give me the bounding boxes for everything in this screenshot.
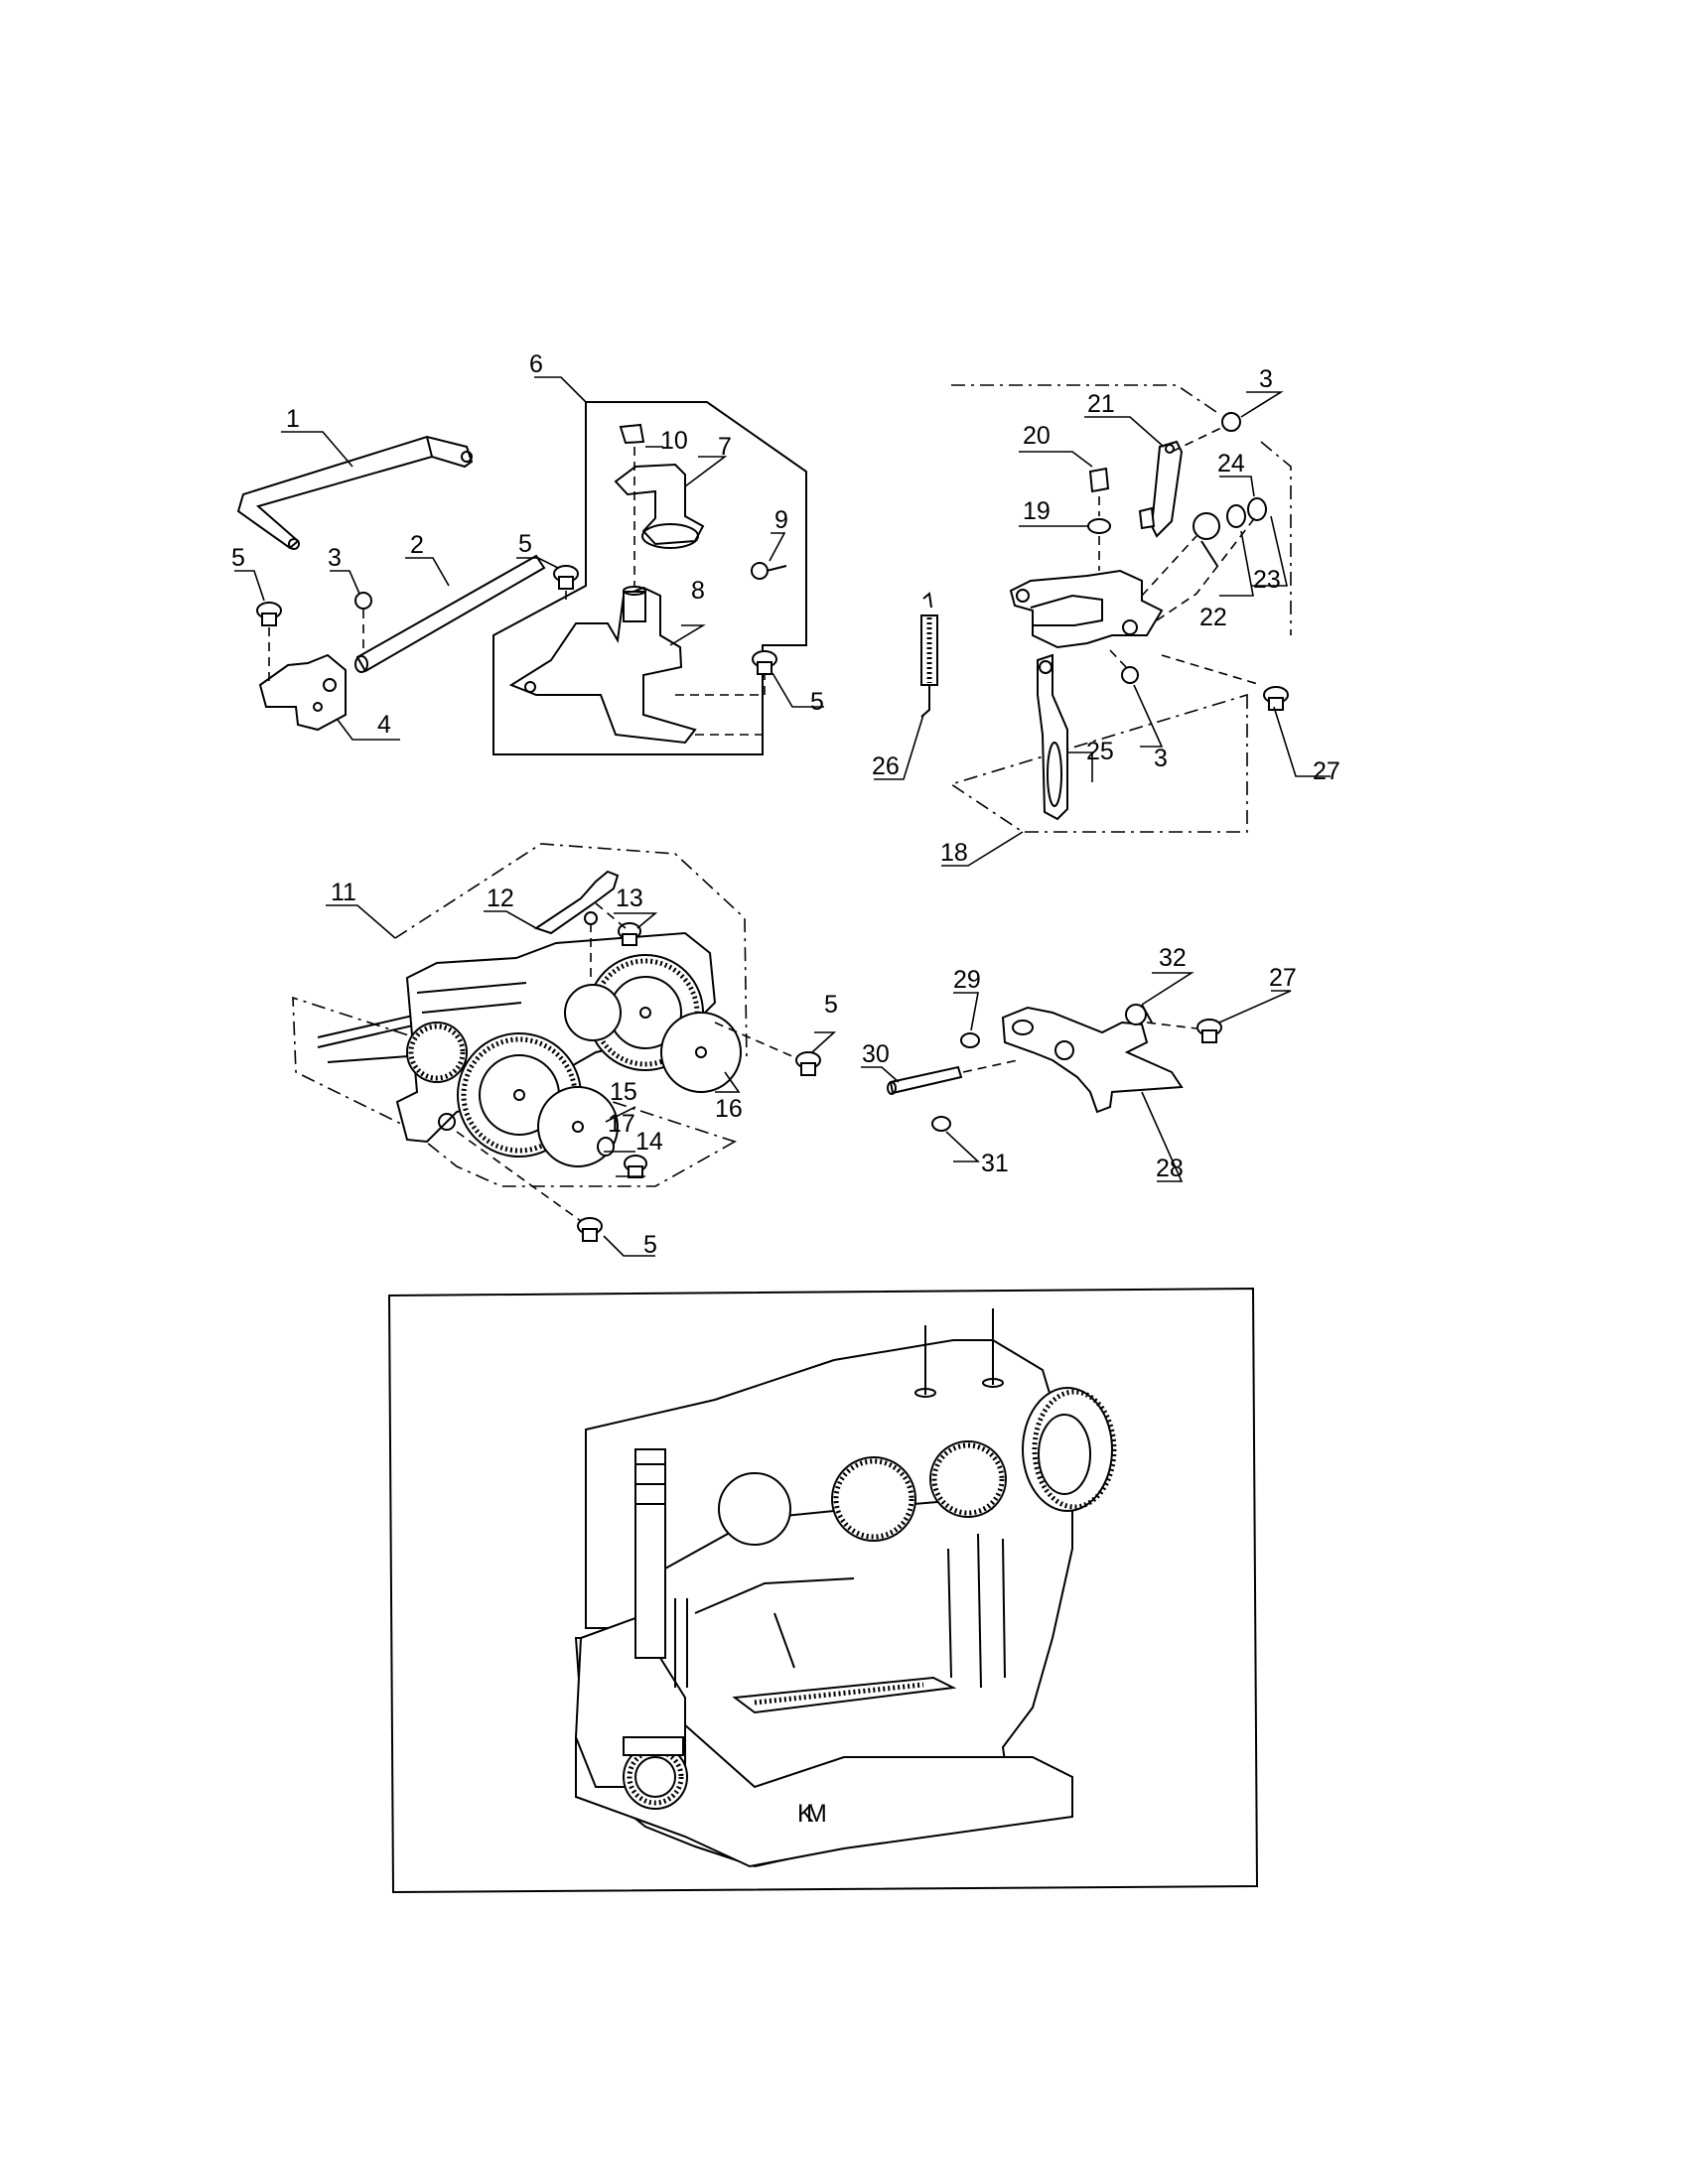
callout-27a: 27 xyxy=(1313,757,1340,785)
machine-bed xyxy=(575,1706,1073,1868)
callout-23: 23 xyxy=(1253,566,1281,594)
handwheel xyxy=(1022,1387,1117,1512)
callout-28: 28 xyxy=(1156,1155,1184,1182)
group-6-frame xyxy=(492,401,807,755)
callout-17: 17 xyxy=(608,1110,635,1138)
callout-13: 13 xyxy=(616,885,643,912)
part-25-link xyxy=(1037,653,1068,821)
part-24-nut xyxy=(1247,497,1267,521)
callout-15: 15 xyxy=(610,1078,637,1106)
callout-6: 6 xyxy=(529,350,543,378)
callout-10: 10 xyxy=(660,427,688,455)
part-32-spring xyxy=(1125,1004,1153,1025)
part-2-shaft xyxy=(355,554,546,673)
callout-12: 12 xyxy=(487,885,514,912)
callout-29: 29 xyxy=(953,966,981,994)
ering-3b xyxy=(1221,412,1241,432)
screw-5d xyxy=(795,1051,821,1076)
part-7-spindle xyxy=(614,463,705,546)
callout-32: 32 xyxy=(1159,944,1187,972)
callout-8: 8 xyxy=(691,577,705,605)
ering-3c xyxy=(1121,666,1139,684)
screw-5c xyxy=(752,650,777,675)
part-12-lever xyxy=(533,870,620,935)
callout-30: 30 xyxy=(862,1040,890,1068)
callout-31: 31 xyxy=(981,1150,1009,1177)
part-31-ring xyxy=(931,1116,951,1132)
callout-3b: 3 xyxy=(1259,365,1273,393)
callout-26: 26 xyxy=(872,752,900,780)
callout-7: 7 xyxy=(718,433,732,461)
callout-20: 20 xyxy=(1023,422,1051,450)
callout-5e: 5 xyxy=(643,1231,657,1259)
screw-13 xyxy=(618,922,641,946)
screw-14 xyxy=(624,1155,647,1178)
callout-25: 25 xyxy=(1086,738,1114,765)
callout-5c: 5 xyxy=(810,688,824,716)
part-26-spring xyxy=(920,592,938,718)
group-11-frame xyxy=(292,843,748,1187)
pressure-lever-assembly xyxy=(874,384,1331,867)
presser-lifter-assembly xyxy=(861,972,1292,1182)
screw-27b xyxy=(1196,1019,1222,1043)
inset-frame xyxy=(387,1287,1259,1894)
callout-5a: 5 xyxy=(231,544,245,572)
pressure-lever-body xyxy=(1009,569,1164,649)
callout-22: 22 xyxy=(1199,604,1227,631)
part-20-nut xyxy=(1088,467,1110,493)
callout-11: 11 xyxy=(331,879,356,906)
callout-24: 24 xyxy=(1217,450,1245,478)
callout-1: 1 xyxy=(286,405,300,433)
part-30-pin xyxy=(889,1065,963,1095)
part-1-bracket xyxy=(236,435,474,550)
machine-overview-inset: K M xyxy=(387,1287,1259,1894)
part-10-clip xyxy=(619,423,645,445)
callout-9: 9 xyxy=(774,506,788,534)
part-29-ring xyxy=(960,1032,980,1048)
part-16-gear xyxy=(660,1012,742,1093)
callout-3a: 3 xyxy=(328,544,342,572)
callout-18: 18 xyxy=(940,839,968,867)
callout-2: 2 xyxy=(410,531,424,559)
part-8-base xyxy=(508,586,697,745)
part-21-lever xyxy=(1150,440,1184,538)
part-4-bracket xyxy=(258,653,347,732)
screw-5e xyxy=(577,1217,603,1242)
bed-mark-2: M xyxy=(806,1800,827,1828)
part-23-washer xyxy=(1226,504,1246,528)
gear-assembly xyxy=(292,843,837,1257)
callout-5d: 5 xyxy=(824,991,838,1019)
part-17-washer xyxy=(597,1137,615,1157)
part-19-collar xyxy=(1087,518,1111,534)
part-28-lifter xyxy=(1001,1006,1184,1114)
callout-27b: 27 xyxy=(1269,964,1297,992)
callout-19: 19 xyxy=(1023,497,1051,525)
callout-4: 4 xyxy=(377,711,391,739)
callout-14: 14 xyxy=(635,1128,663,1156)
ering-3a xyxy=(354,592,372,610)
callout-3c: 3 xyxy=(1154,745,1168,772)
bobbin-winder-assembly xyxy=(492,376,824,755)
screw-5a xyxy=(256,602,282,626)
screw-27a xyxy=(1263,686,1289,711)
callout-5b: 5 xyxy=(518,530,532,558)
bed-mark-1: K xyxy=(797,1800,814,1828)
callout-21: 21 xyxy=(1087,390,1115,418)
thread-guide-assembly xyxy=(234,431,579,741)
part-22-spring xyxy=(1193,512,1220,567)
screw-5b xyxy=(553,565,579,590)
part-9-spring xyxy=(751,562,787,580)
callout-16: 16 xyxy=(715,1095,743,1123)
